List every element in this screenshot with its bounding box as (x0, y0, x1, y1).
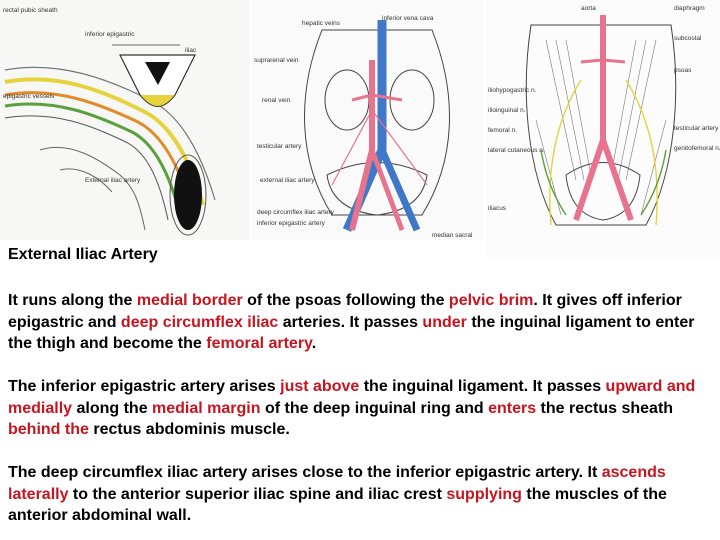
body-text: along the (72, 399, 153, 417)
body-text: . It gives off inferior epigastric and (8, 292, 682, 331)
svg-text:testicular artery: testicular artery (257, 143, 302, 150)
highlight-text: pelvic brim (448, 292, 534, 309)
nerves-diagram: aorta diaphragm subcostal psoas iliohypo… (486, 0, 720, 258)
figure-row: rectal pubic sheath inferior epigastric … (0, 0, 720, 258)
nerves-diagram-svg: aorta diaphragm subcostal psoas iliohypo… (486, 0, 720, 258)
svg-text:hepatic veins: hepatic veins (302, 20, 341, 27)
svg-text:inferior epigastric: inferior epigastric (85, 31, 135, 38)
svg-text:subcostal: subcostal (674, 35, 702, 42)
svg-text:inferior epigastric artery: inferior epigastric artery (257, 220, 326, 227)
svg-text:iliac: iliac (185, 47, 197, 54)
svg-text:inferior vena cava: inferior vena cava (382, 15, 434, 22)
paragraph-deep-circumflex: The deep circumflex iliac artery arises … (8, 462, 714, 527)
highlight-text: medial border (136, 292, 243, 309)
inguinal-diagram-svg: rectal pubic sheath inferior epigastric … (0, 0, 250, 240)
body-text: the rectus sheath (536, 399, 674, 417)
svg-text:renal vein: renal vein (262, 97, 291, 104)
svg-text:diaphragm: diaphragm (674, 5, 705, 12)
svg-text:epigastric vessels: epigastric vessels (3, 93, 55, 100)
body-text: The deep circumflex iliac artery arises … (8, 464, 602, 481)
svg-text:suprarenal vein: suprarenal vein (254, 57, 299, 64)
body-text: The inferior epigastric artery arises (8, 378, 281, 395)
svg-text:external iliac artery: external iliac artery (260, 177, 315, 184)
body-text: the muscles of the anterior abdominal wa… (8, 485, 667, 525)
paragraph-external-iliac: It runs along the medial border of the p… (8, 290, 714, 355)
body-text: arteries. It passes (278, 313, 423, 331)
highlight-text: just above (280, 378, 360, 395)
highlight-text: deep circumflex iliac (120, 313, 279, 331)
svg-text:iliacus: iliacus (488, 205, 507, 212)
body-text: of the psoas following the (242, 292, 449, 309)
svg-text:genitofemoral n.: genitofemoral n. (674, 145, 720, 152)
svg-text:rectal pubic sheath: rectal pubic sheath (3, 7, 58, 14)
body-text: . (311, 335, 317, 352)
highlight-text: ascends laterally (8, 464, 666, 503)
highlight-text: medial margin (152, 399, 261, 417)
highlight-text: enters (488, 399, 537, 417)
body-text: It runs along the (8, 292, 137, 309)
svg-text:psoas: psoas (674, 67, 692, 74)
vessels-diagram: hepatic veins inferior vena cava suprare… (252, 0, 484, 240)
highlight-text: behind the (8, 421, 89, 438)
svg-text:testicular artery: testicular artery (674, 125, 719, 132)
inguinal-diagram: rectal pubic sheath inferior epigastric … (0, 0, 250, 240)
svg-text:lateral cutaneous n.: lateral cutaneous n. (488, 147, 545, 154)
body-text: the inguinal ligament. It passes (359, 378, 606, 395)
svg-text:aorta: aorta (581, 5, 596, 12)
highlight-text: femoral artery (206, 335, 312, 352)
body-text: rectus abdominis muscle. (88, 421, 290, 438)
vessels-diagram-svg: hepatic veins inferior vena cava suprare… (252, 0, 484, 240)
svg-text:femoral n.: femoral n. (488, 127, 517, 134)
highlight-text: upward and medially (8, 378, 696, 417)
body-text: to the anterior superior iliac spine and… (68, 485, 447, 503)
svg-text:median sacral: median sacral (432, 232, 473, 239)
svg-text:deep circumflex iliac artery: deep circumflex iliac artery (257, 209, 335, 216)
highlight-text: under (422, 313, 467, 331)
highlight-text: supplying (446, 485, 522, 503)
body-text: the inguinal ligament to enter the thigh… (8, 313, 695, 353)
svg-text:ilioinguinal n.: ilioinguinal n. (488, 107, 526, 114)
body-text: of the deep inguinal ring and (260, 399, 489, 417)
section-title: External Iliac Artery (8, 246, 158, 263)
svg-text:iliohypogastric n.: iliohypogastric n. (488, 87, 537, 94)
paragraph-inferior-epigastric: The inferior epigastric artery arises ju… (8, 376, 714, 441)
svg-text:External iliac artery: External iliac artery (85, 177, 141, 184)
